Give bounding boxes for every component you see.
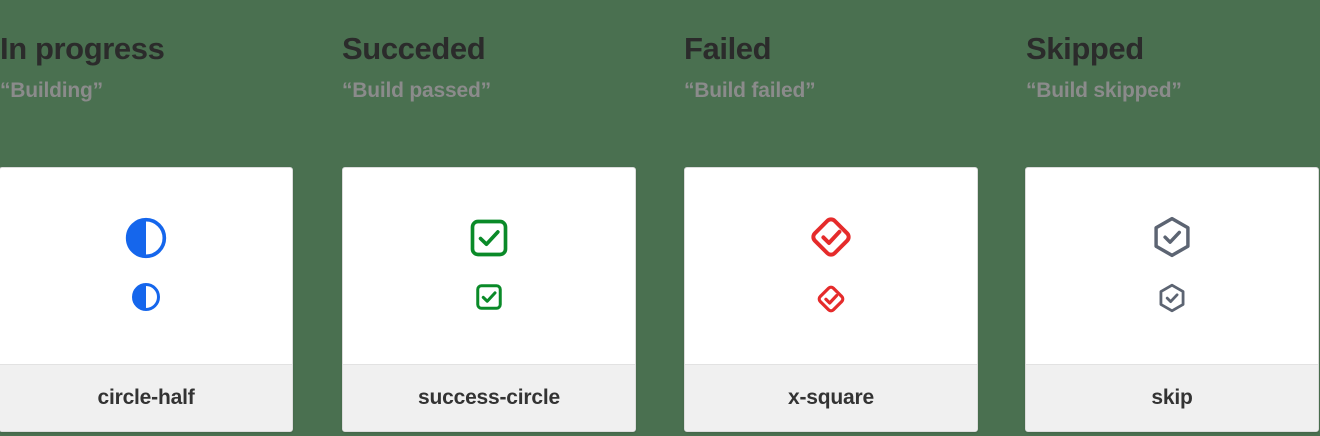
icon-name-label: success-circle: [418, 386, 560, 409]
status-column-in-progress: In progress “Building”: [0, 0, 293, 436]
icon-card-x-square[interactable]: x-square: [684, 167, 978, 432]
icon-card-body: [0, 168, 292, 364]
icon-card-body: [1026, 168, 1318, 364]
x-square-icon-small: [815, 283, 847, 315]
skip-icon: [1149, 214, 1195, 260]
page-title: In progress: [0, 31, 165, 66]
status-subtitle: “Build passed”: [342, 79, 491, 102]
status-column-succeded: Succeded “Build passed”: [342, 0, 636, 436]
icon-card-body: [685, 168, 977, 364]
column-heading-in-progress: In progress “Building”: [0, 0, 293, 101]
icon-name-label: skip: [1151, 386, 1193, 409]
status-subtitle: “Build skipped”: [1026, 79, 1182, 102]
icon-card-footer: success-circle: [343, 364, 635, 431]
status-subtitle: “Building”: [0, 79, 103, 102]
icon-card-footer: x-square: [685, 364, 977, 431]
success-circle-icon-small: [474, 282, 504, 312]
x-square-icon: [807, 213, 855, 261]
page-title: Succeded: [342, 31, 486, 66]
icon-card-body: [343, 168, 635, 364]
icon-card-footer: circle-half: [0, 364, 292, 431]
icon-card-footer: skip: [1026, 364, 1318, 431]
page-title: Failed: [684, 31, 772, 66]
circle-half-icon-small: [131, 282, 161, 312]
circle-half-icon: [124, 216, 168, 260]
icon-card-circle-half[interactable]: circle-half: [0, 167, 293, 432]
page-title: Skipped: [1026, 31, 1144, 66]
icon-name-label: x-square: [788, 386, 874, 409]
column-heading-skipped: Skipped “Build skipped”: [1025, 0, 1319, 101]
icon-card-skip[interactable]: skip: [1025, 167, 1319, 432]
icon-name-label: circle-half: [97, 386, 195, 409]
column-heading-succeded: Succeded “Build passed”: [342, 0, 636, 101]
status-column-failed: Failed “Build failed”: [684, 0, 978, 436]
success-circle-icon: [467, 216, 511, 260]
skip-icon-small: [1156, 282, 1188, 314]
status-column-skipped: Skipped “Build skipped”: [1025, 0, 1319, 436]
column-heading-failed: Failed “Build failed”: [684, 0, 978, 101]
status-subtitle: “Build failed”: [684, 79, 816, 102]
icon-card-success-circle[interactable]: success-circle: [342, 167, 636, 432]
